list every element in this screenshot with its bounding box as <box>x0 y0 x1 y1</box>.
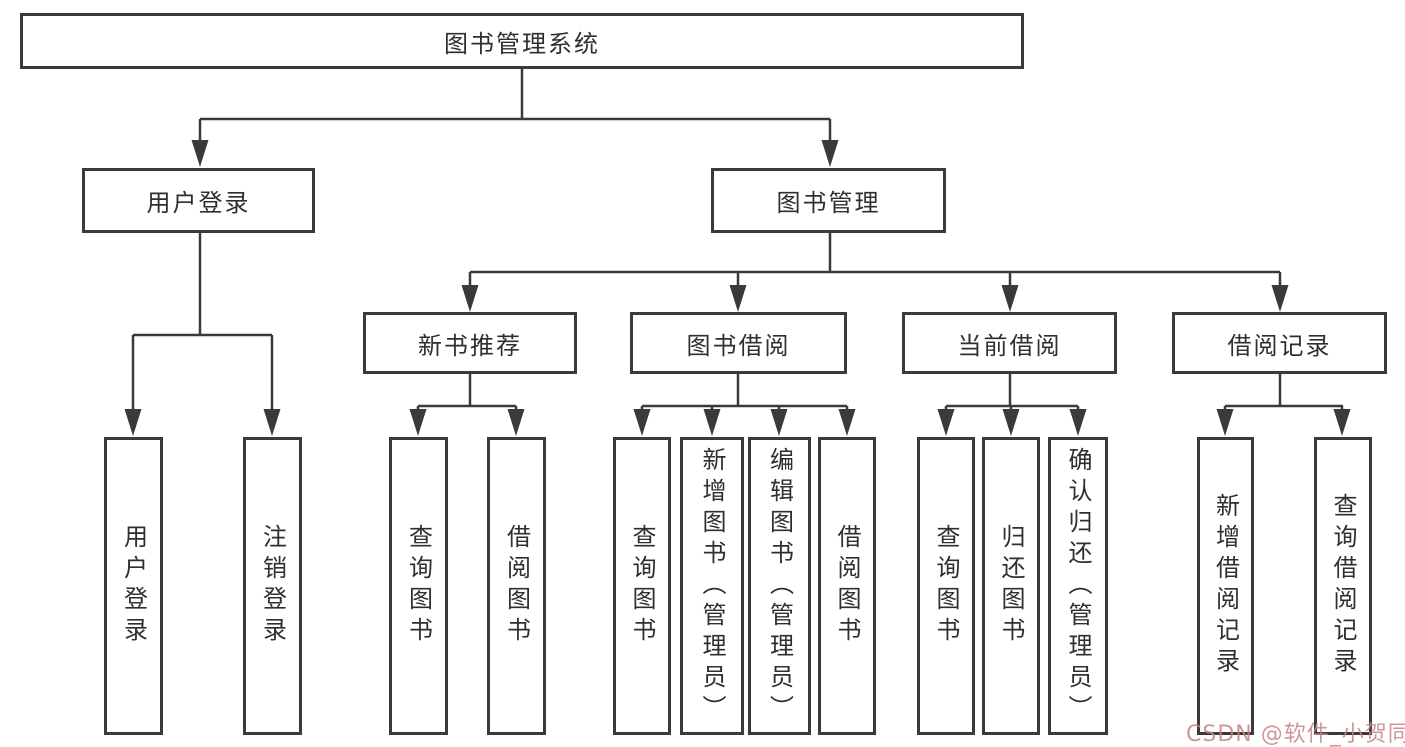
leaf-query-books-borrowing: 查询图书 <box>613 437 671 735</box>
leaf-query-books-current: 查询图书 <box>917 437 975 735</box>
node-book-borrowing: 图书借阅 <box>630 312 847 374</box>
node-user-login-branch-label: 用户登录 <box>146 189 251 217</box>
node-current-borrowing-label: 当前借阅 <box>957 331 1062 360</box>
node-library-system-label: 图书管理系统 <box>444 29 600 58</box>
leaf-confirm-return-admin: 确认归还（管理员） <box>1048 437 1108 735</box>
leaf-user-login-label: 用户登录 <box>119 524 148 648</box>
leaf-edit-book-admin-label: 编辑图书（管理员） <box>765 446 794 726</box>
node-borrow-records: 借阅记录 <box>1172 312 1387 374</box>
leaf-edit-book-admin: 编辑图书（管理员） <box>748 437 811 735</box>
node-new-book-recommend-label: 新书推荐 <box>418 331 522 360</box>
leaf-user-login: 用户登录 <box>104 437 163 735</box>
node-new-book-recommend: 新书推荐 <box>363 312 577 374</box>
node-current-borrowing: 当前借阅 <box>902 312 1117 374</box>
node-book-management-label: 图书管理 <box>776 189 881 217</box>
node-book-borrowing-label: 图书借阅 <box>686 331 791 360</box>
leaf-borrow-books-recommend: 借阅图书 <box>487 437 546 735</box>
leaf-query-books-recommend: 查询图书 <box>389 437 448 735</box>
node-book-management: 图书管理 <box>711 168 946 233</box>
leaf-add-book-admin-label: 新增图书（管理员） <box>698 446 726 726</box>
node-library-system: 图书管理系统 <box>20 13 1024 69</box>
leaf-borrow-books: 借阅图书 <box>818 437 876 735</box>
leaf-query-books-borrowing-label: 查询图书 <box>628 524 656 648</box>
leaf-logout: 注销登录 <box>243 437 302 735</box>
leaf-add-borrow-record-label: 新增借阅记录 <box>1211 493 1240 679</box>
arrowheads <box>124 140 1351 436</box>
leaf-borrow-books-label: 借阅图书 <box>833 524 861 648</box>
csdn-watermark: CSDN @软件_小贺同学 <box>1186 722 1405 747</box>
leaf-return-book: 归还图书 <box>982 437 1040 735</box>
leaf-query-books-current-label: 查询图书 <box>932 524 960 648</box>
node-borrow-records-label: 借阅记录 <box>1227 331 1332 360</box>
leaf-borrow-books-recommend-label: 借阅图书 <box>502 524 531 648</box>
leaf-confirm-return-admin-label: 确认归还（管理员） <box>1064 446 1092 726</box>
leaf-add-borrow-record: 新增借阅记录 <box>1197 437 1254 735</box>
node-user-login-branch: 用户登录 <box>82 168 315 233</box>
leaf-query-borrow-record-label: 查询借阅记录 <box>1329 493 1357 679</box>
leaf-logout-label: 注销登录 <box>258 524 287 648</box>
leaf-add-book-admin: 新增图书（管理员） <box>680 437 744 735</box>
leaf-query-books-recommend-label: 查询图书 <box>404 524 433 648</box>
leaf-return-book-label: 归还图书 <box>997 524 1025 648</box>
leaf-query-borrow-record: 查询借阅记录 <box>1314 437 1372 735</box>
